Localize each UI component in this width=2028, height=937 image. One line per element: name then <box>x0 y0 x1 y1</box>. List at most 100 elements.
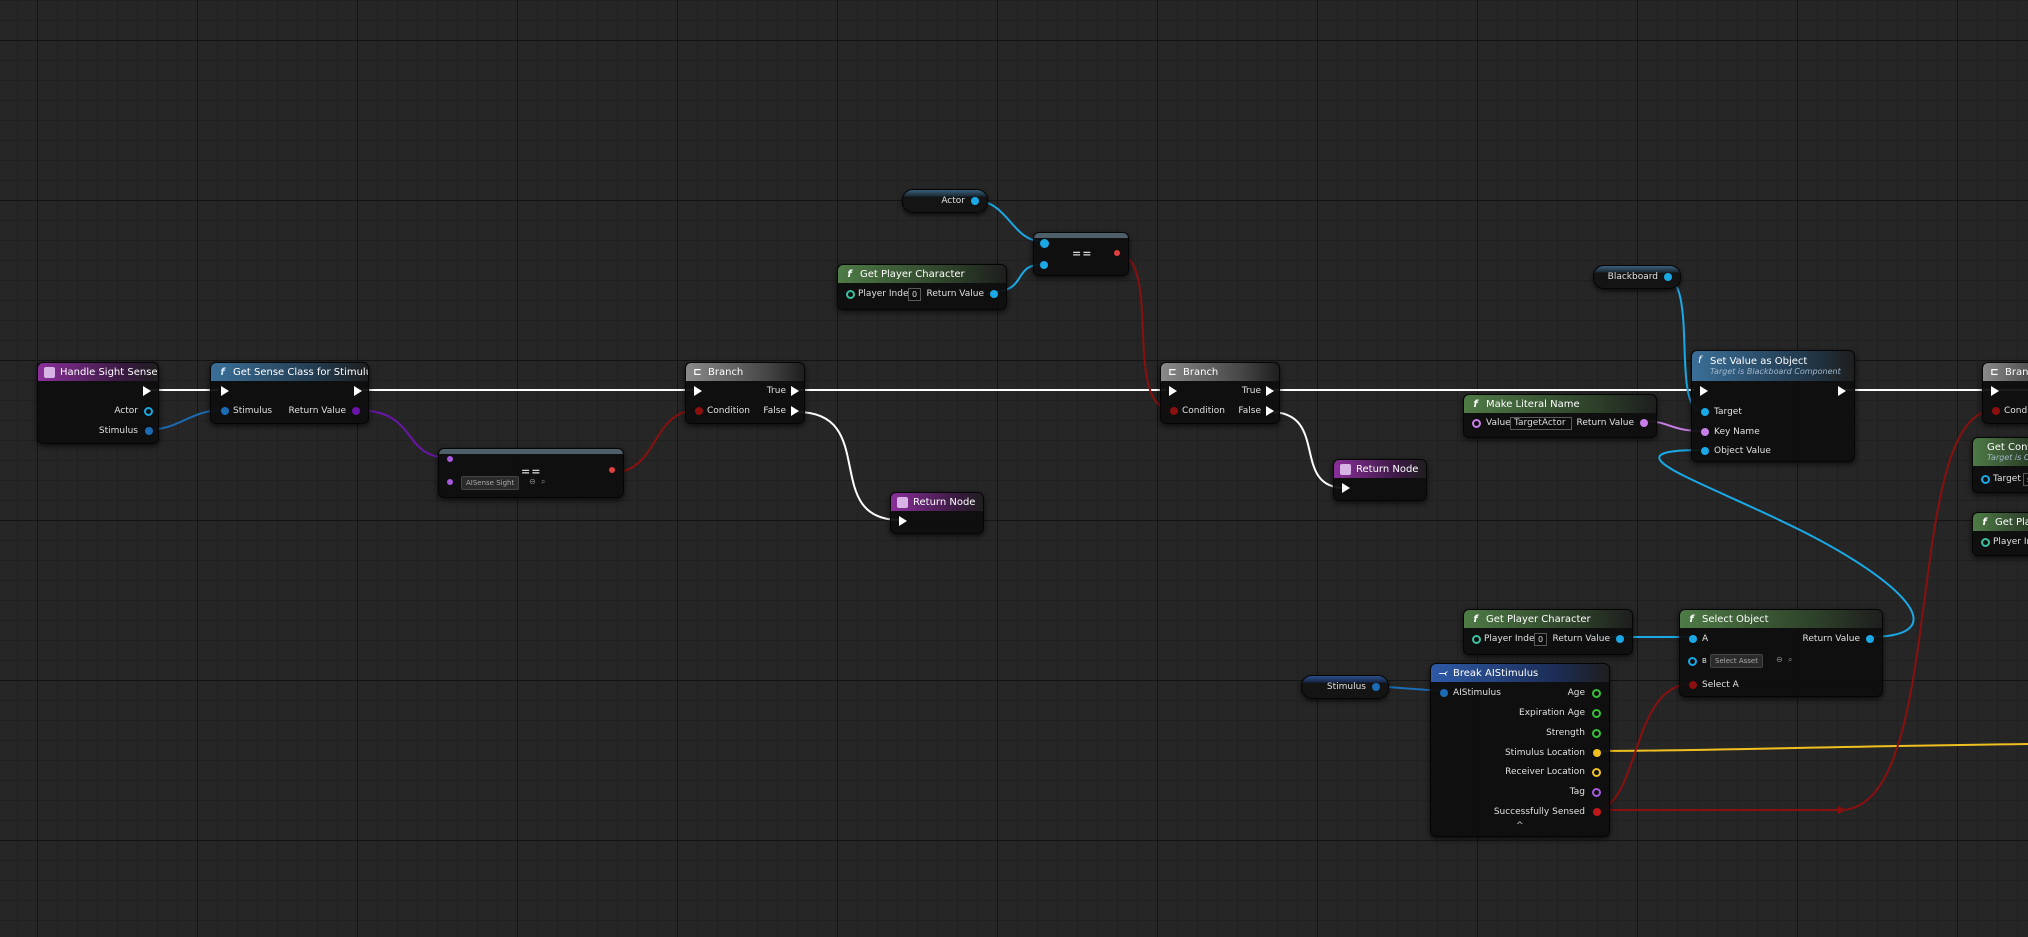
blackboard-output-pin[interactable] <box>1664 273 1672 281</box>
a-input-pin[interactable] <box>1689 635 1697 643</box>
strength-label: Strength <box>1546 728 1585 738</box>
search-icon[interactable]: ⌕ <box>1788 655 1793 664</box>
object-input-b-pin[interactable] <box>1040 261 1048 269</box>
node-blackboard-variable[interactable]: Blackboard <box>1593 265 1681 289</box>
select-return-wire <box>1658 449 1915 638</box>
exec-output-pin[interactable] <box>143 386 151 396</box>
bool-output-pin[interactable] <box>1114 250 1120 256</box>
node-break-ai-stimulus[interactable]: ⤙Break AIStimulus AIStimulus Age Expirat… <box>1430 663 1610 837</box>
target-input-pin[interactable] <box>1981 475 1990 484</box>
equal-operator: == <box>1072 247 1093 260</box>
exec-output-pin[interactable] <box>354 386 362 396</box>
search-icon[interactable]: ⌕ <box>541 477 546 486</box>
exec-input-pin[interactable] <box>1342 483 1350 493</box>
return-value-pin[interactable] <box>352 407 360 415</box>
false-exec-pin[interactable] <box>1266 406 1274 416</box>
value-input-pin[interactable] <box>1472 419 1481 428</box>
condition-input-pin[interactable] <box>1992 407 2000 415</box>
tag-label: Tag <box>1569 787 1585 797</box>
strength-output-pin[interactable] <box>1592 729 1601 738</box>
true-pin-label: True <box>1241 386 1261 396</box>
expiration-age-output-pin[interactable] <box>1592 709 1601 718</box>
true-exec-pin[interactable] <box>1266 386 1274 396</box>
node-stimulus-variable[interactable]: Stimulus <box>1301 675 1389 699</box>
exec-output-pin[interactable] <box>1838 386 1846 396</box>
name-value-input[interactable]: TargetActor <box>1510 417 1572 430</box>
player-index-pin[interactable] <box>1981 538 1990 547</box>
return-value-pin[interactable] <box>1640 419 1648 427</box>
tag-output-pin[interactable] <box>1592 788 1601 797</box>
stimulus-input-pin[interactable] <box>221 407 229 415</box>
stimulus-location-output-pin[interactable] <box>1593 749 1601 757</box>
node-set-value-as-object[interactable]: Set Value as Object Target is Blackboard… <box>1691 350 1855 462</box>
object-input-a-pin[interactable] <box>1040 239 1049 248</box>
b-input-pin[interactable] <box>1688 657 1697 666</box>
node-equal-class[interactable]: AISense Sight ⊖ ⌕ == <box>438 448 624 498</box>
node-header-bar <box>1034 233 1128 238</box>
node-return-1[interactable]: Return Node <box>890 492 984 534</box>
node-equal-object[interactable]: == <box>1033 232 1129 276</box>
return-value-pin[interactable] <box>990 290 998 298</box>
node-header-bar <box>439 449 623 454</box>
player-index-input[interactable]: 0 <box>1534 633 1548 646</box>
true-exec-pin[interactable] <box>791 386 799 396</box>
player-index-input[interactable]: 0 <box>908 288 922 301</box>
node-actor-variable[interactable]: Actor <box>902 189 988 213</box>
a-pin-label: A <box>1702 634 1709 644</box>
node-branch-1[interactable]: ⊏Branch True Condition False <box>685 362 805 424</box>
key-name-input-pin[interactable] <box>1701 428 1709 436</box>
node-get-controller[interactable]: Get Contr Target is C Target s <box>1972 437 2028 493</box>
condition-input-pin[interactable] <box>1170 407 1178 415</box>
false-exec-pin[interactable] <box>791 406 799 416</box>
receiver-location-output-pin[interactable] <box>1592 768 1601 777</box>
node-return-2[interactable]: Return Node <box>1333 459 1427 501</box>
stimulus-output-pin[interactable] <box>1372 683 1380 691</box>
player-index-label: Player Index <box>858 289 914 299</box>
exec-input-pin[interactable] <box>221 386 229 396</box>
class-input-a-pin[interactable] <box>447 456 453 462</box>
successfully-sensed-label: Successfully Sensed <box>1493 807 1585 817</box>
expiration-age-label: Expiration Age <box>1519 708 1585 718</box>
age-output-pin[interactable] <box>1592 689 1601 698</box>
exec-input-pin[interactable] <box>1169 386 1177 396</box>
node-handle-sight-sense[interactable]: Handle Sight Sense Actor Stimulus <box>37 362 159 444</box>
class-input-b-pin[interactable] <box>447 479 453 485</box>
clear-icon[interactable]: ⊖ <box>529 477 536 486</box>
sense-class-dropdown[interactable]: AISense Sight <box>461 476 520 490</box>
exec-input-pin[interactable] <box>899 516 907 526</box>
player-index-label: Player Ind <box>1993 537 2028 547</box>
target-input-pin[interactable] <box>1701 408 1709 416</box>
function-icon: f <box>220 366 225 378</box>
return-value-pin[interactable] <box>1866 635 1874 643</box>
object-value-input-pin[interactable] <box>1701 447 1709 455</box>
actor-output-pin[interactable] <box>144 407 153 416</box>
return-value-pin[interactable] <box>1616 635 1624 643</box>
exec-input-pin[interactable] <box>1700 386 1708 396</box>
ai-stimulus-input-pin[interactable] <box>1440 689 1448 697</box>
select-a-input-pin[interactable] <box>1689 681 1697 689</box>
stimulus-output-pin[interactable] <box>145 427 153 435</box>
select-asset-dropdown[interactable]: Select Asset <box>1710 654 1763 668</box>
actor-output-pin[interactable] <box>971 197 979 205</box>
bool-output-pin[interactable] <box>609 467 615 473</box>
exec-input-pin[interactable] <box>1991 386 1999 396</box>
target-input[interactable]: s <box>2023 473 2028 486</box>
player-index-pin[interactable] <box>1472 635 1481 644</box>
clear-icon[interactable]: ⊖ <box>1776 655 1783 664</box>
false-pin-label: False <box>1238 406 1261 416</box>
collapse-arrow-icon[interactable]: ^ <box>1516 821 1524 831</box>
player-index-pin[interactable] <box>846 290 855 299</box>
condition-input-pin[interactable] <box>695 407 703 415</box>
node-branch-2[interactable]: ⊏Branch True Condition False <box>1160 362 1280 424</box>
successfully-sensed-output-pin[interactable] <box>1593 808 1601 816</box>
node-branch-3[interactable]: ⊏Branch Conditi <box>1982 362 2028 424</box>
wire-arrow <box>1838 806 1846 814</box>
exec-input-pin[interactable] <box>694 386 702 396</box>
